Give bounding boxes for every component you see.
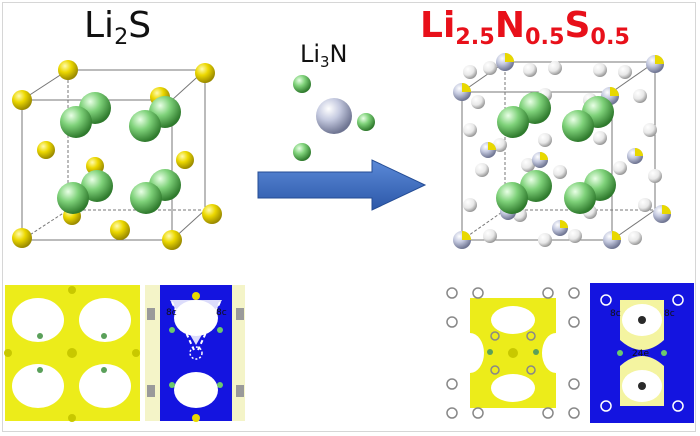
site-label-8c: 8c [166,308,177,318]
doped-mixed-atoms [453,53,671,249]
li2s-sulfur-atoms [12,60,222,250]
li2s-density-map [4,285,140,422]
li2s-site-map [145,285,245,422]
doped-density-map [440,283,585,423]
figure-frame [2,2,696,432]
dopant-label: Li3N [300,40,348,71]
doped-lithium-atoms [496,92,616,214]
site-label-8c: 8c [610,309,621,319]
reaction-arrow [257,159,427,211]
right-structure-title: Li2.5N0.5S0.5 [420,5,630,51]
li3n-molecule [293,75,375,161]
left-structure-title: Li2S [84,5,152,51]
site-label-24e: 24e [632,349,649,359]
site-label-8c: 8c [664,309,675,319]
li2s-lithium-atoms [57,92,181,214]
site-label-8c: 8c [216,308,227,318]
doped-site-map [590,283,694,423]
